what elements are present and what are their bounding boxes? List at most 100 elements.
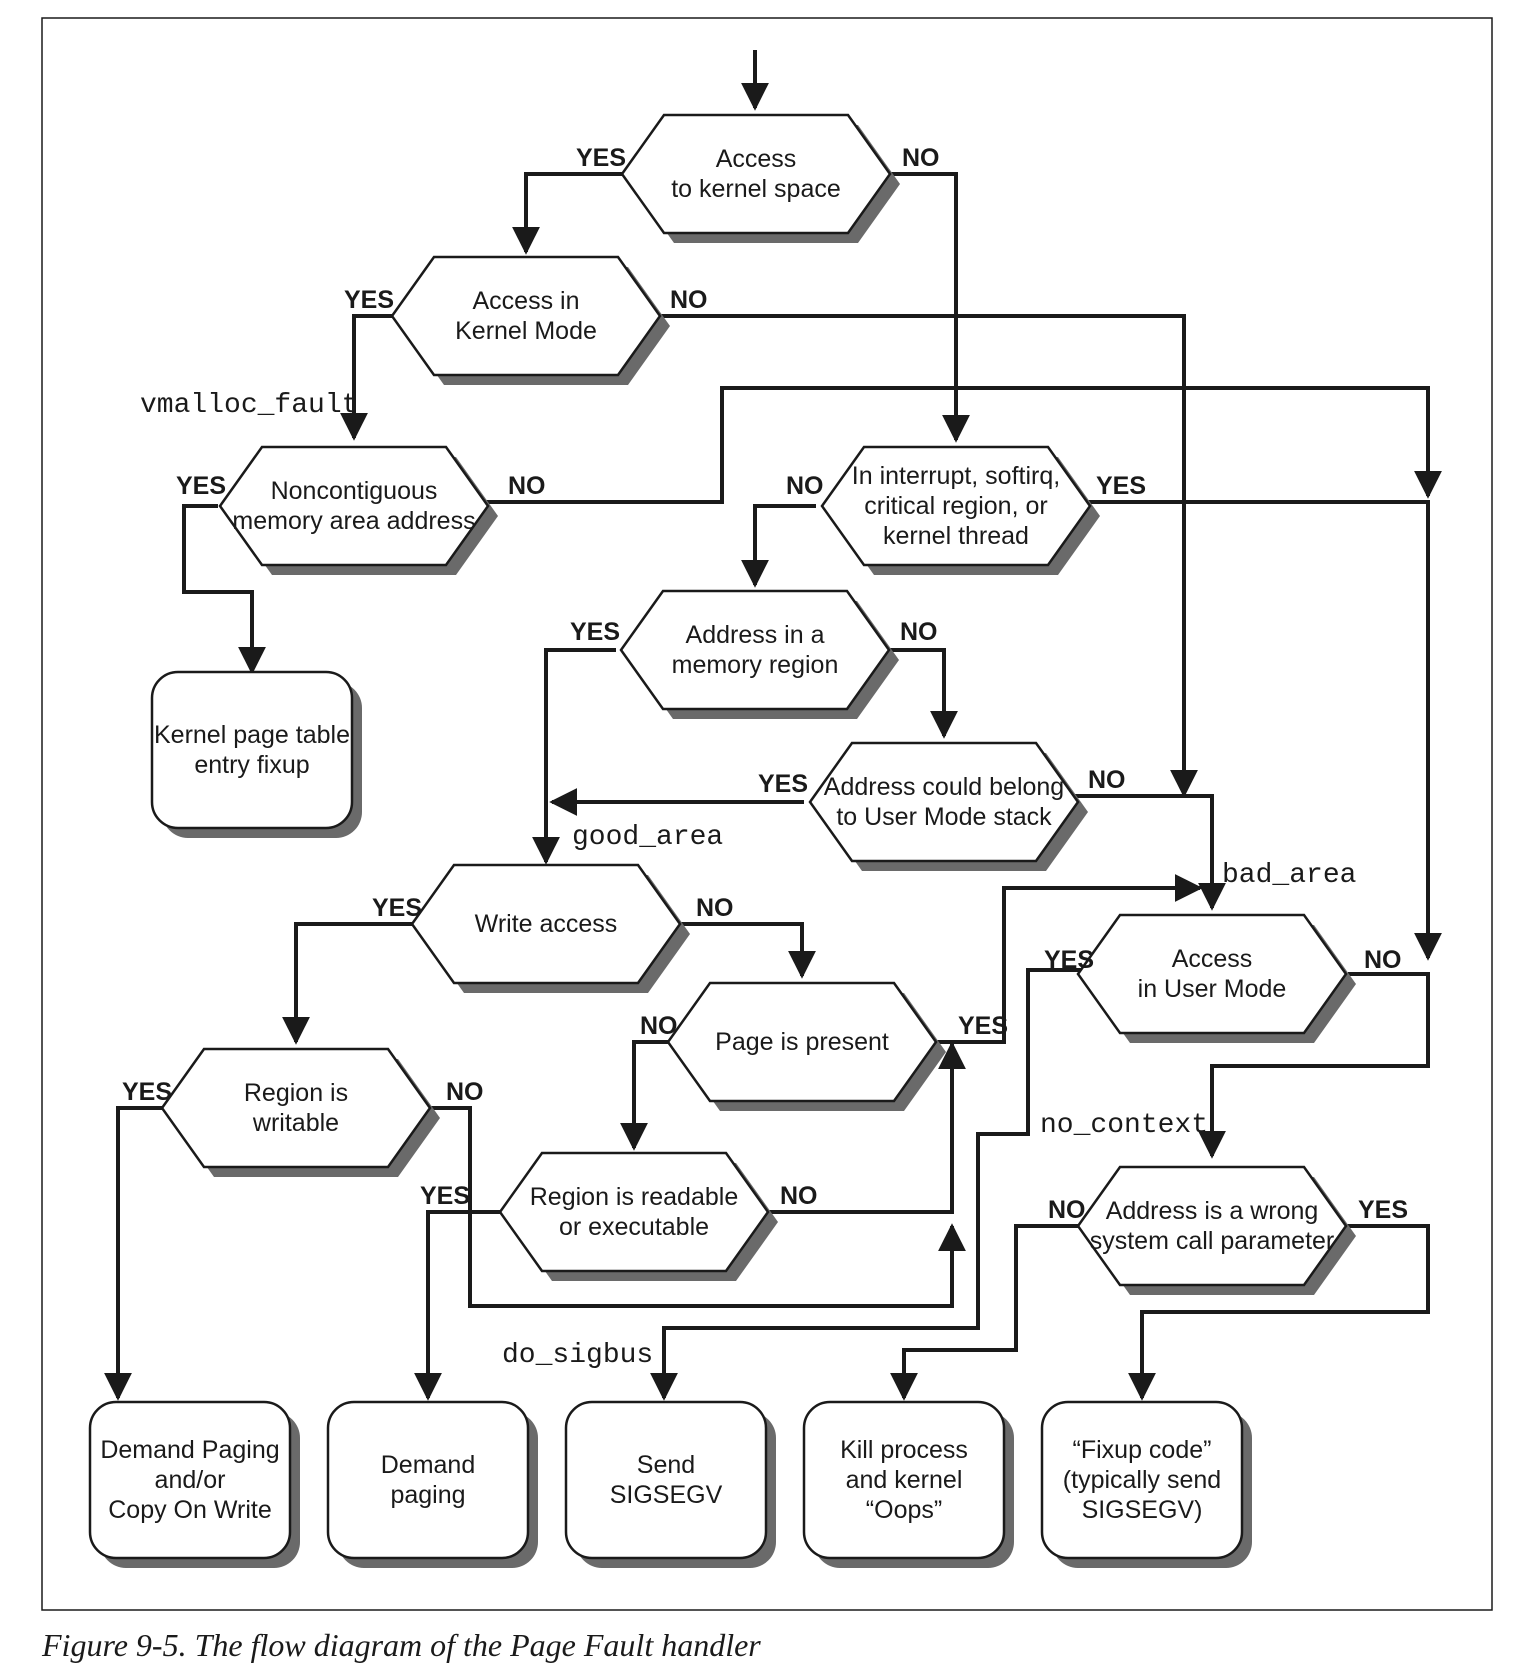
decision-shape xyxy=(620,113,892,235)
action-fixup-code-text: (typically send xyxy=(1063,1466,1221,1494)
decision-shape xyxy=(666,981,938,1103)
decision-shape xyxy=(1076,1165,1348,1287)
no-label: NO xyxy=(1088,766,1126,794)
action-send-sigsegv-text: Send xyxy=(637,1451,695,1479)
action-demand-paging-text: paging xyxy=(390,1481,465,1509)
decision-access-kernel-mode-text: Access in xyxy=(473,287,580,315)
edge-int-yes xyxy=(1084,500,1442,961)
decision-user-mode-stack-text: Address could belong xyxy=(824,773,1064,801)
decision-wrong-syscall-param-text: Address is a wrong xyxy=(1106,1197,1319,1225)
decision-shape xyxy=(218,445,490,567)
action-demand-paging-cow-text: Copy On Write xyxy=(108,1496,271,1524)
edge-amr-no xyxy=(882,648,958,739)
good-area-label: good_area xyxy=(572,822,723,853)
edge-rw-no xyxy=(428,1106,966,1308)
decision-wrong-syscall-param-text: system call parameter xyxy=(1090,1227,1335,1255)
decision-interrupt-text: critical region, or xyxy=(864,492,1047,520)
no-label: NO xyxy=(670,286,708,314)
edge-km-no xyxy=(660,314,1198,798)
yes-label: YES xyxy=(1358,1196,1408,1224)
decision-write-access: Write access xyxy=(410,863,690,993)
yes-label: YES xyxy=(1096,472,1146,500)
edge-nc-no xyxy=(484,386,1442,504)
decision-interrupt: In interrupt, softirq,critical region, o… xyxy=(820,445,1100,575)
yes-label: YES xyxy=(420,1182,470,1210)
action-shape xyxy=(326,1400,530,1560)
edge-rr-no xyxy=(764,1041,966,1214)
action-demand-paging-cow-text: Demand Paging xyxy=(100,1436,279,1464)
decision-noncontiguous-text: Noncontiguous xyxy=(271,477,438,505)
yes-label: YES xyxy=(576,144,626,172)
decision-access-user-mode-text: Access xyxy=(1172,945,1253,973)
action-kill-process-text: Kill process xyxy=(840,1436,968,1464)
action-shape xyxy=(802,1400,1006,1560)
decision-shape xyxy=(498,1151,770,1273)
decision-access-kernel-space-text: Access xyxy=(716,145,797,173)
action-fixup-code-text: “Fixup code” xyxy=(1073,1436,1212,1464)
no-context-label: no_context xyxy=(1040,1110,1208,1141)
decision-shape xyxy=(410,863,682,985)
decision-write-access-text: Write access xyxy=(475,910,618,938)
action-demand-paging-text: Demand xyxy=(381,1451,476,1479)
no-label: NO xyxy=(1048,1196,1086,1224)
decision-noncontiguous-text: memory area address xyxy=(232,507,475,535)
edge-rr-yes xyxy=(414,1210,500,1401)
bad-area-label: bad_area xyxy=(1222,860,1356,891)
decision-user-mode-stack-text: to User Mode stack xyxy=(836,803,1052,831)
no-label: NO xyxy=(1364,946,1402,974)
yes-label: YES xyxy=(344,286,394,314)
decision-shape xyxy=(390,255,662,377)
decision-shape xyxy=(1076,913,1348,1035)
decision-interrupt-text: In interrupt, softirq, xyxy=(852,462,1060,490)
decision-region-readable-text: Region is readable xyxy=(530,1183,738,1211)
action-fixup-code-text: SIGSEGV) xyxy=(1082,1496,1203,1524)
action-shape xyxy=(150,670,354,830)
decision-shape xyxy=(619,589,891,711)
edge-aum-no xyxy=(1198,972,1430,1159)
vmalloc-fault-label: vmalloc_fault xyxy=(140,390,358,421)
edge-wsp-no xyxy=(890,1224,1080,1401)
edge-amr-yes xyxy=(532,648,616,865)
yes-label: YES xyxy=(176,472,226,500)
decision-interrupt-text: kernel thread xyxy=(883,522,1029,550)
decision-access-kernel-mode-text: Kernel Mode xyxy=(455,317,597,345)
action-shape xyxy=(564,1400,768,1560)
no-label: NO xyxy=(786,472,824,500)
code-labels: vmalloc_fault good_area bad_area no_cont… xyxy=(140,390,1356,1371)
edge-ums-no xyxy=(1060,794,1226,911)
action-kill-process-text: “Oops” xyxy=(866,1496,942,1524)
edge-rw-yes xyxy=(104,1106,162,1401)
action-shape xyxy=(1040,1400,1244,1560)
edge-pp-yes xyxy=(936,874,1203,1044)
no-label: NO xyxy=(508,472,546,500)
yes-label: YES xyxy=(758,770,808,798)
edge-ks-no xyxy=(888,172,970,443)
decision-shape xyxy=(808,741,1080,863)
decision-address-memory-region-text: Address in a xyxy=(686,621,825,649)
edge-aum-yes xyxy=(650,968,1082,1401)
decision-address-memory-region-text: memory region xyxy=(672,651,839,679)
decision-region-writable-text: writable xyxy=(252,1109,339,1137)
action-shape xyxy=(88,1400,292,1560)
no-label: NO xyxy=(696,894,734,922)
do-sigbus-label: do_sigbus xyxy=(502,1340,653,1371)
edge-pp-no xyxy=(620,1040,670,1151)
no-label: NO xyxy=(446,1078,484,1106)
yes-label: YES xyxy=(122,1078,172,1106)
figure-caption: Figure 9-5. The flow diagram of the Page… xyxy=(41,1627,761,1663)
no-label: NO xyxy=(902,144,940,172)
yes-label: YES xyxy=(1044,946,1094,974)
action-send-sigsegv-text: SIGSEGV xyxy=(610,1481,723,1509)
edges xyxy=(104,50,1442,1401)
